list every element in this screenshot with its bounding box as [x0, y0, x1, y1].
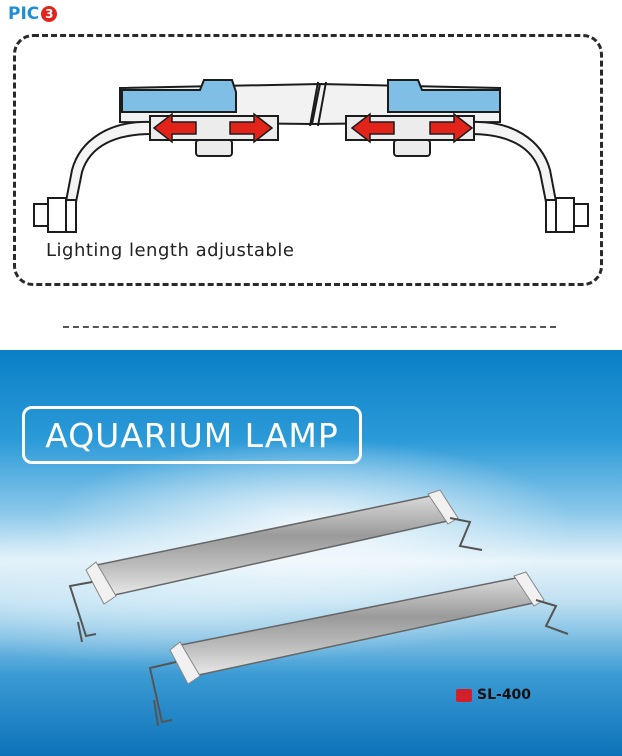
banner-title: AQUARIUM LAMP	[45, 415, 339, 455]
left-bracket-foot	[47, 197, 67, 233]
right-bracket-foot	[555, 197, 575, 233]
left-blue-clip	[121, 79, 237, 113]
diagram-caption: Lighting length adjustable	[46, 240, 295, 261]
lamps-illustration	[68, 489, 569, 727]
lamp-lower	[148, 571, 569, 727]
pic-label-text: PIC	[8, 4, 40, 24]
model-label: SL-400	[477, 687, 532, 703]
model-swatch	[456, 688, 472, 702]
length-adjust-diagram	[33, 79, 589, 233]
right-blue-clip	[387, 79, 501, 113]
pic-label: PIC 3	[8, 4, 58, 24]
lamp-upper	[68, 489, 483, 643]
break-mark	[309, 81, 327, 127]
right-arrow-inward	[350, 112, 395, 144]
title-box: AQUARIUM LAMP	[22, 406, 362, 464]
left-arrow-outward	[152, 112, 197, 144]
left-bracket-arm	[62, 120, 153, 213]
diagram-frame	[13, 34, 603, 286]
dashed-separator	[63, 326, 556, 328]
right-arrow-outward	[429, 112, 474, 144]
pic-number-badge: 3	[41, 6, 58, 22]
right-bracket-arm	[469, 120, 560, 213]
model-tag: SL-400	[456, 687, 531, 703]
product-banner: AQUARIUM LAMP SL-	[0, 350, 622, 756]
left-arrow-inward	[229, 112, 274, 144]
